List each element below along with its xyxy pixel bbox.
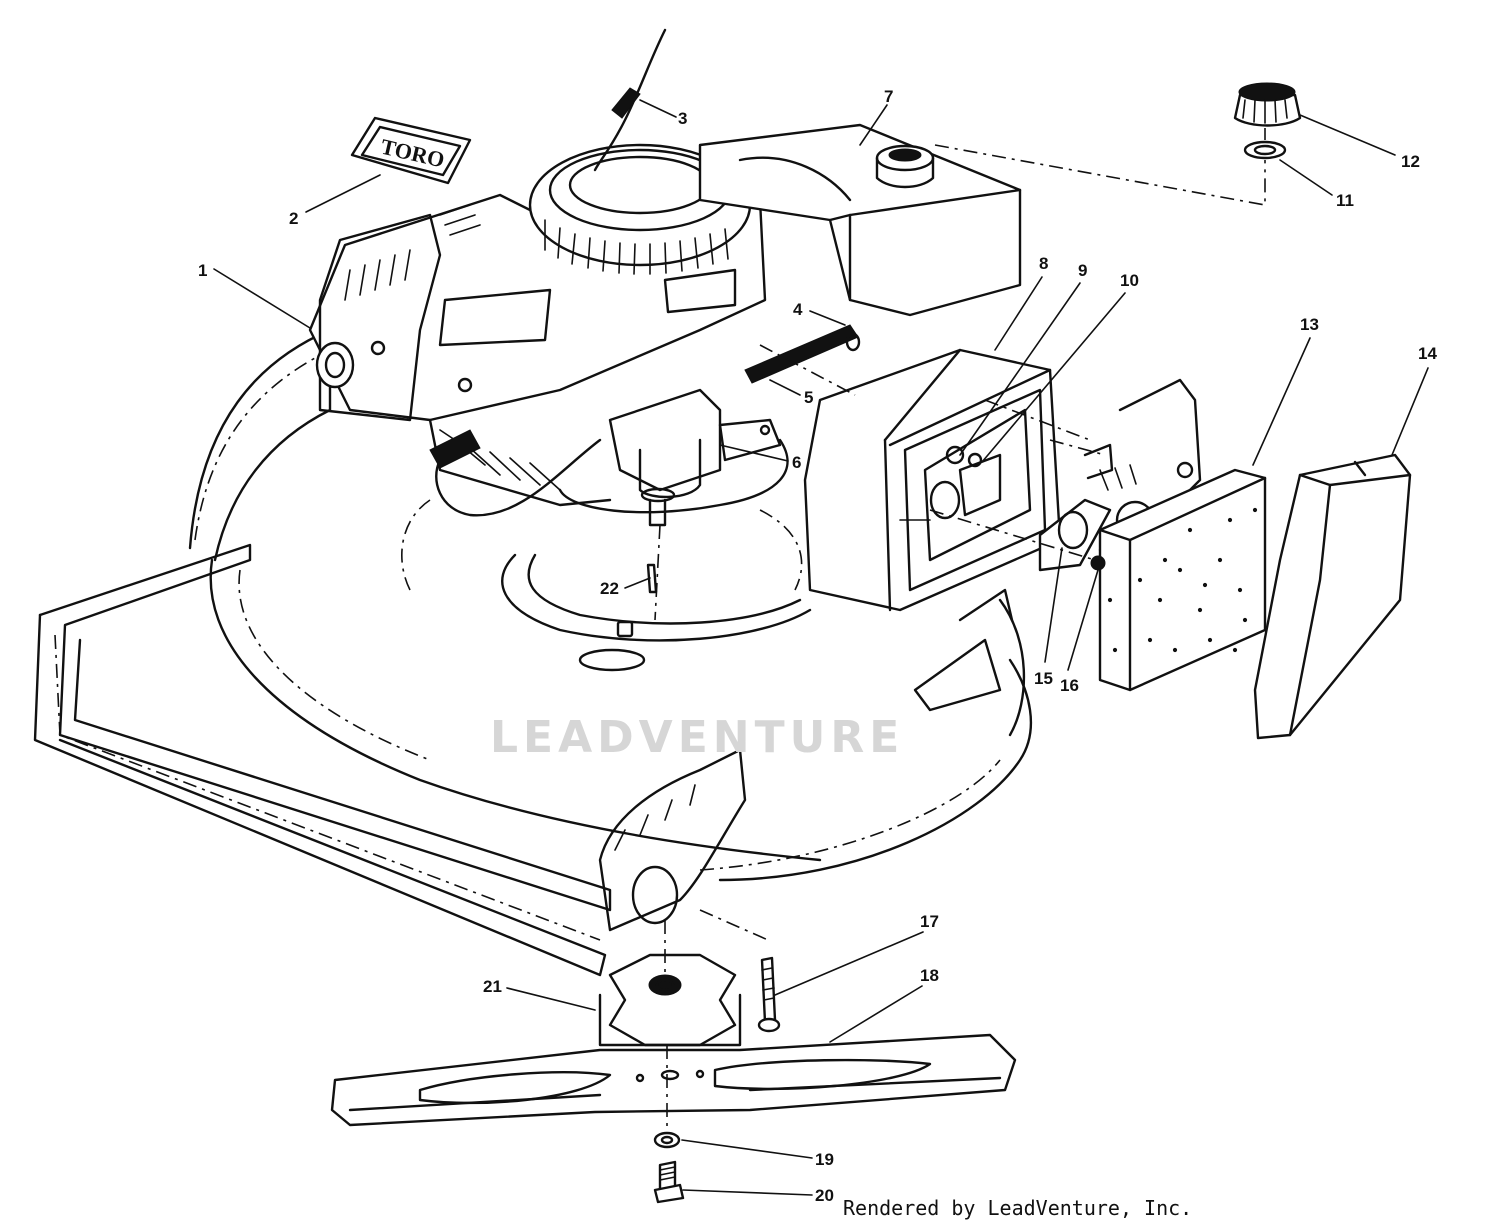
- callout-10: 10: [1120, 271, 1139, 290]
- callout-9: 9: [1078, 261, 1088, 280]
- callout-19: 19: [815, 1150, 834, 1169]
- callout-4: 4: [793, 300, 803, 319]
- render-credit: Rendered by LeadVenture, Inc.: [843, 1196, 1193, 1220]
- mower-blade: [330, 1033, 1017, 1127]
- callout-15: 15: [1034, 669, 1053, 688]
- fuel-cap: [1233, 82, 1302, 160]
- callout-2: 2: [289, 209, 299, 228]
- callout-3: 3: [678, 109, 688, 128]
- callout-leaders: [213, 99, 1429, 1196]
- callout-8: 8: [1039, 254, 1049, 273]
- fuel-tank: [698, 123, 1022, 317]
- engine-assembly: [308, 143, 789, 527]
- air-cleaner-cover: [1253, 453, 1412, 740]
- air-filter-foam: [1098, 468, 1267, 692]
- carburetor-gasket: [744, 324, 861, 384]
- callout-12: 12: [1401, 152, 1420, 171]
- gasket: [1038, 498, 1112, 572]
- assembly-lines: [654, 128, 1266, 1130]
- callout-5: 5: [804, 388, 814, 407]
- watermark: LEADVENTURE: [490, 712, 905, 763]
- callout-14: 14: [1418, 344, 1437, 363]
- blade-adapter: [598, 953, 742, 1047]
- callout-6: 6: [792, 453, 802, 472]
- callout-22: 22: [600, 579, 619, 598]
- throttle-cable: [593, 28, 667, 172]
- callout-18: 18: [920, 966, 939, 985]
- callout-13: 13: [1300, 315, 1319, 334]
- callout-16: 16: [1060, 676, 1079, 695]
- mounting-bolt: [757, 956, 781, 1033]
- callout-20: 20: [815, 1186, 834, 1205]
- callout-1: 1: [198, 261, 208, 280]
- callout-21: 21: [483, 977, 502, 996]
- callout-11: 11: [1336, 191, 1354, 210]
- blade-bolt: [653, 1131, 685, 1204]
- toro-decal: TORO: [350, 116, 472, 185]
- callout-7: 7: [884, 87, 894, 106]
- callout-17: 17: [920, 912, 939, 931]
